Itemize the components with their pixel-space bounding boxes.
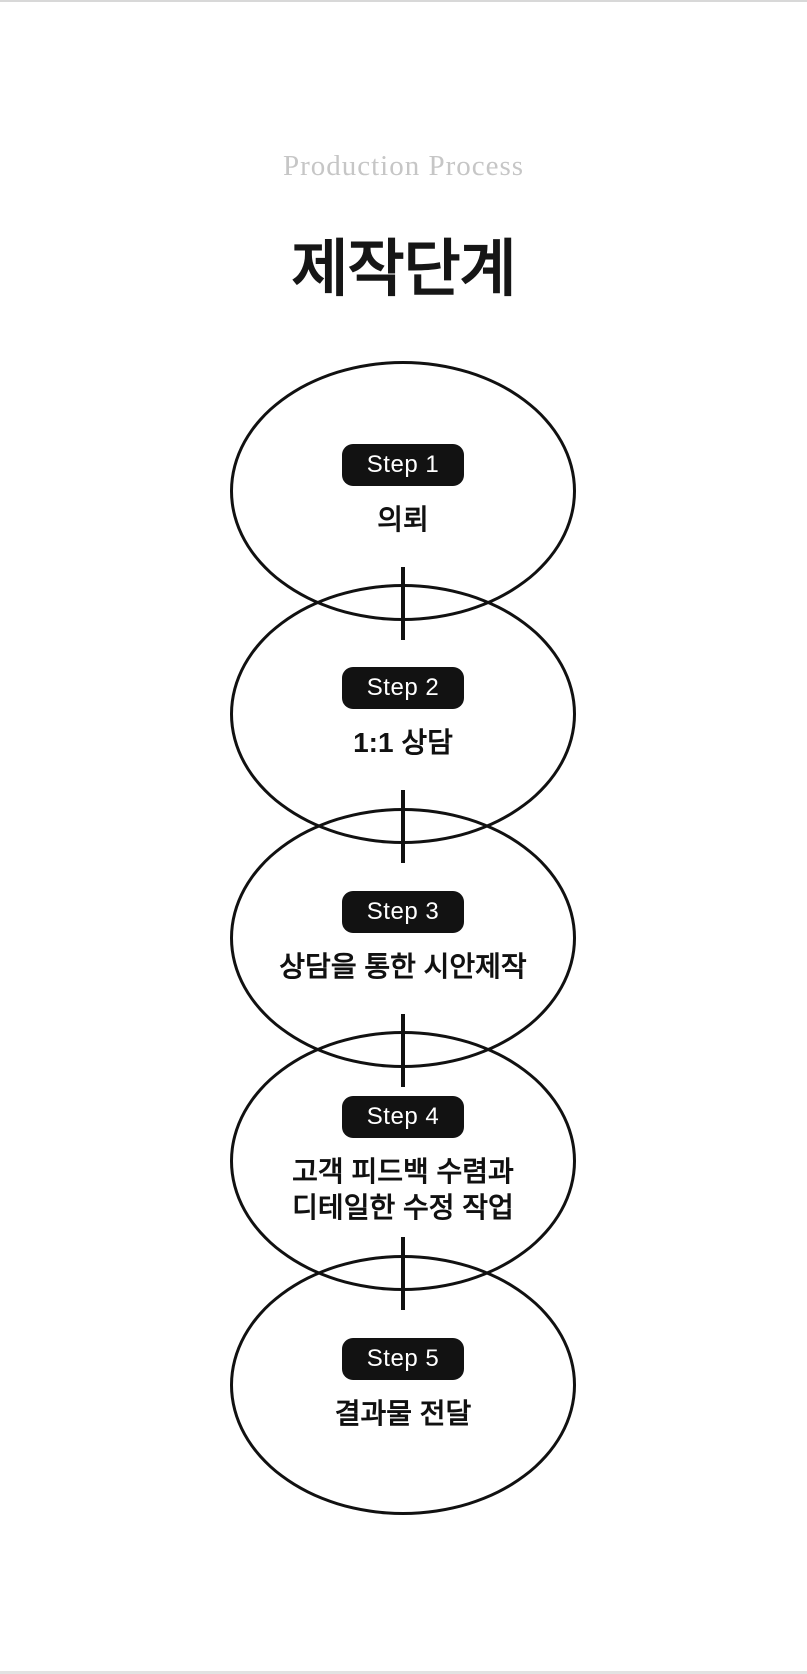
connector-line-1 — [401, 567, 405, 640]
step-1-label: 의뢰 — [377, 503, 429, 535]
step-2-label: 1:1 상담 — [353, 726, 453, 758]
connector-line-3 — [401, 1014, 405, 1087]
step-5-label: 결과물 전달 — [334, 1397, 472, 1429]
step-4-label: 고객 피드백 수렴과 디테일한 수정 작업 — [292, 1155, 514, 1223]
page-title: 제작단계 — [291, 234, 516, 304]
step-5-badge: Step 5 — [341, 1337, 465, 1380]
step-2-badge: Step 2 — [341, 666, 465, 709]
header-subtitle: Production Process — [282, 150, 525, 182]
top-edge-strip — [0, 0, 807, 2]
connector-line-2 — [401, 790, 405, 863]
step-4-badge: Step 4 — [341, 1095, 465, 1138]
connector-line-4 — [401, 1237, 405, 1310]
step-1-badge: Step 1 — [341, 443, 465, 486]
bottom-edge-strip — [0, 1671, 807, 1674]
step-3-badge: Step 3 — [341, 890, 465, 933]
step-3-label: 상담을 통한 시안제작 — [279, 950, 527, 982]
